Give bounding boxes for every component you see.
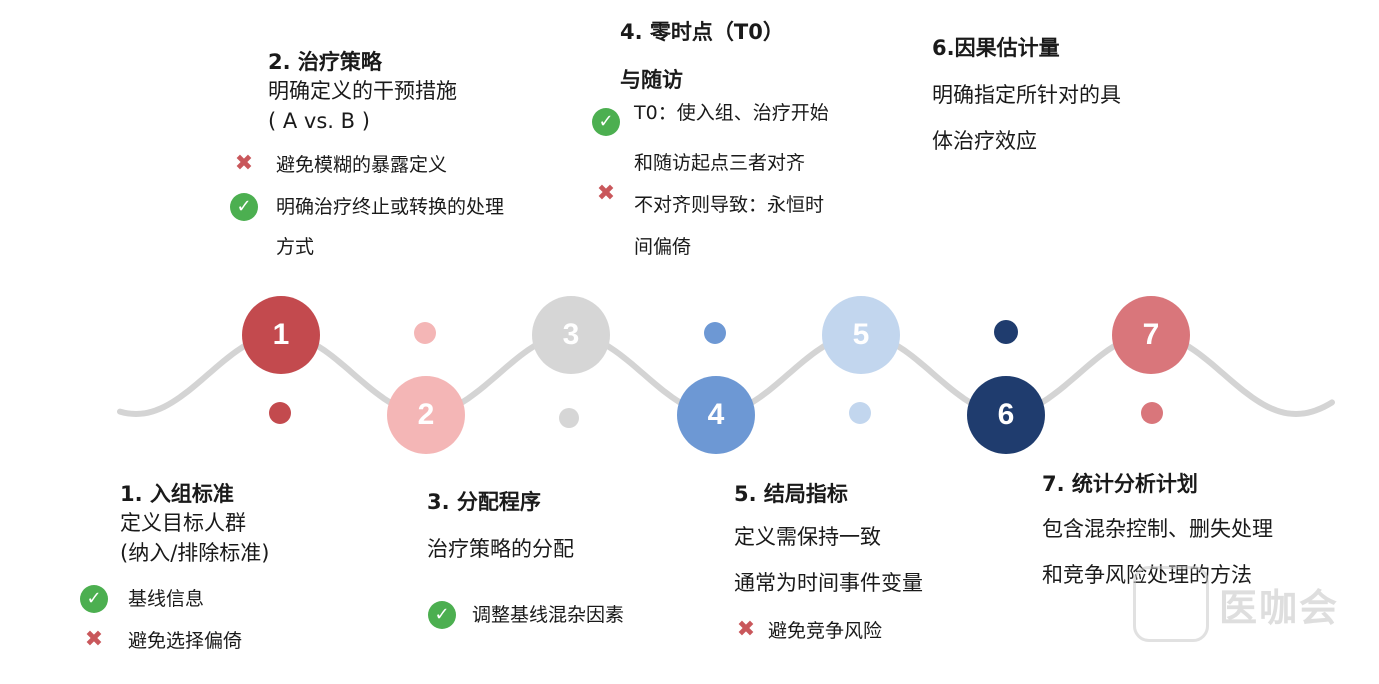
step-6-number: 6 <box>997 398 1015 431</box>
step-6-desc-2: 体治疗效应 <box>932 129 1037 153</box>
step-5-item: ✖ 避免竞争风险 <box>732 616 882 646</box>
step-1-item: ✖ 避免选择偏倚 <box>80 626 242 656</box>
step-3-dot <box>559 408 579 428</box>
step-6-title: 6.因果估计量 <box>932 36 1060 60</box>
step-1-item: ✓ 基线信息 <box>80 584 242 614</box>
step-4-circle: 4 <box>677 376 755 454</box>
check-icon: ✓ <box>230 193 258 221</box>
step-5-item-text: 避免竞争风险 <box>768 620 883 642</box>
step-4-block: 4. 零时点（T0） 与随访 <box>620 18 784 94</box>
check-icon: ✓ <box>80 585 108 613</box>
step-2-item: 方式 <box>230 232 504 262</box>
step-4-item: ✖ 不对齐则导致：永恒时 <box>592 181 829 220</box>
step-4-item-text: 不对齐则导致：永恒时 <box>634 194 825 216</box>
step-5-title: 5. 结局指标 <box>734 482 848 506</box>
step-3-items: ✓ 调整基线混杂因素 <box>428 600 624 630</box>
step-5-circle: 5 <box>822 296 900 374</box>
step-7-number: 7 <box>1142 318 1160 351</box>
step-4-item: 和随访起点三者对齐 <box>592 148 829 178</box>
step-3-desc-1: 治疗策略的分配 <box>427 537 574 561</box>
step-1-dot <box>269 402 291 424</box>
step-4-number: 4 <box>707 398 725 431</box>
step-1-item-text: 基线信息 <box>128 588 205 610</box>
step-1-item-text: 避免选择偏倚 <box>128 630 243 652</box>
step-2-block: 2. 治疗策略 明确定义的干预措施 ( A vs. B ) <box>268 48 457 136</box>
step-5-items: ✖ 避免竞争风险 <box>732 616 882 646</box>
step-2-desc-1: 明确定义的干预措施 <box>268 79 457 103</box>
step-4-item: 间偏倚 <box>592 232 829 262</box>
step-3-title: 3. 分配程序 <box>427 490 541 514</box>
cross-icon: ✖ <box>84 627 104 652</box>
step-6-desc-1: 明确指定所针对的具 <box>932 83 1121 107</box>
step-3-item-text: 调整基线混杂因素 <box>472 604 625 626</box>
step-7-circle: 7 <box>1112 296 1190 374</box>
step-7-title: 7. 统计分析计划 <box>1042 472 1198 496</box>
step-3-number: 3 <box>562 318 580 351</box>
step-5-number: 5 <box>852 318 870 351</box>
step-1-desc-2: (纳入/排除标准) <box>120 541 270 565</box>
step-3-item: ✓ 调整基线混杂因素 <box>428 600 624 630</box>
step-4-item-text: 间偏倚 <box>634 236 692 258</box>
step-1-number: 1 <box>272 318 290 351</box>
step-2-number: 2 <box>417 398 435 431</box>
step-5-desc-2: 通常为时间事件变量 <box>734 571 923 595</box>
step-4-item-text: T0：使入组、治疗开始 <box>634 102 829 124</box>
step-6-block: 6.因果估计量 明确指定所针对的具 体治疗效应 <box>932 34 1121 156</box>
step-2-title: 2. 治疗策略 <box>268 50 382 74</box>
step-5-block: 5. 结局指标 定义需保持一致 通常为时间事件变量 <box>734 480 923 598</box>
step-1-block: 1. 入组标准 定义目标人群 (纳入/排除标准) <box>120 480 269 568</box>
step-2-item-text: 避免模糊的暴露定义 <box>276 154 448 176</box>
step-2-item-text: 方式 <box>276 236 315 258</box>
step-1-desc-1: 定义目标人群 <box>120 511 246 535</box>
cross-icon: ✖ <box>736 617 756 642</box>
step-4-title: 4. 零时点（T0） <box>620 20 784 44</box>
step-7-dot <box>1141 402 1163 424</box>
step-4-title-cont: 与随访 <box>620 68 683 92</box>
step-1-circle: 1 <box>242 296 320 374</box>
watermark-logo-icon <box>1132 566 1209 642</box>
check-icon: ✓ <box>592 108 620 136</box>
step-5-dot <box>849 402 871 424</box>
step-2-item-text: 明确治疗终止或转换的处理 <box>276 196 505 218</box>
step-4-item: ✓ T0：使入组、治疗开始 <box>592 98 829 136</box>
watermark-text: 医咖会 <box>1218 585 1339 630</box>
step-3-circle: 3 <box>532 296 610 374</box>
step-5-desc-1: 定义需保持一致 <box>734 525 881 549</box>
step-2-circle: 2 <box>387 376 465 454</box>
step-2-dot <box>414 322 436 344</box>
step-2-item: ✖ 避免模糊的暴露定义 <box>230 150 504 180</box>
step-6-circle: 6 <box>967 376 1045 454</box>
cross-icon: ✖ <box>596 181 616 206</box>
step-3-block: 3. 分配程序 治疗策略的分配 <box>427 488 574 564</box>
watermark: 医咖会 <box>1132 566 1339 642</box>
step-1-items: ✓ 基线信息 ✖ 避免选择偏倚 <box>80 584 242 656</box>
check-icon: ✓ <box>428 601 456 629</box>
step-2-desc-2: ( A vs. B ) <box>268 109 370 133</box>
step-4-item-text: 和随访起点三者对齐 <box>634 152 806 174</box>
step-7-desc-1: 包含混杂控制、删失处理 <box>1042 517 1273 541</box>
step-2-items: ✖ 避免模糊的暴露定义 ✓ 明确治疗终止或转换的处理 方式 <box>230 150 504 262</box>
step-2-item: ✓ 明确治疗终止或转换的处理 <box>230 192 504 222</box>
step-4-dot <box>704 322 726 344</box>
step-6-dot <box>994 320 1018 344</box>
step-1-title: 1. 入组标准 <box>120 482 234 506</box>
cross-icon: ✖ <box>234 151 254 176</box>
step-4-items: ✓ T0：使入组、治疗开始 和随访起点三者对齐 ✖ 不对齐则导致：永恒时 间偏倚 <box>592 98 829 262</box>
